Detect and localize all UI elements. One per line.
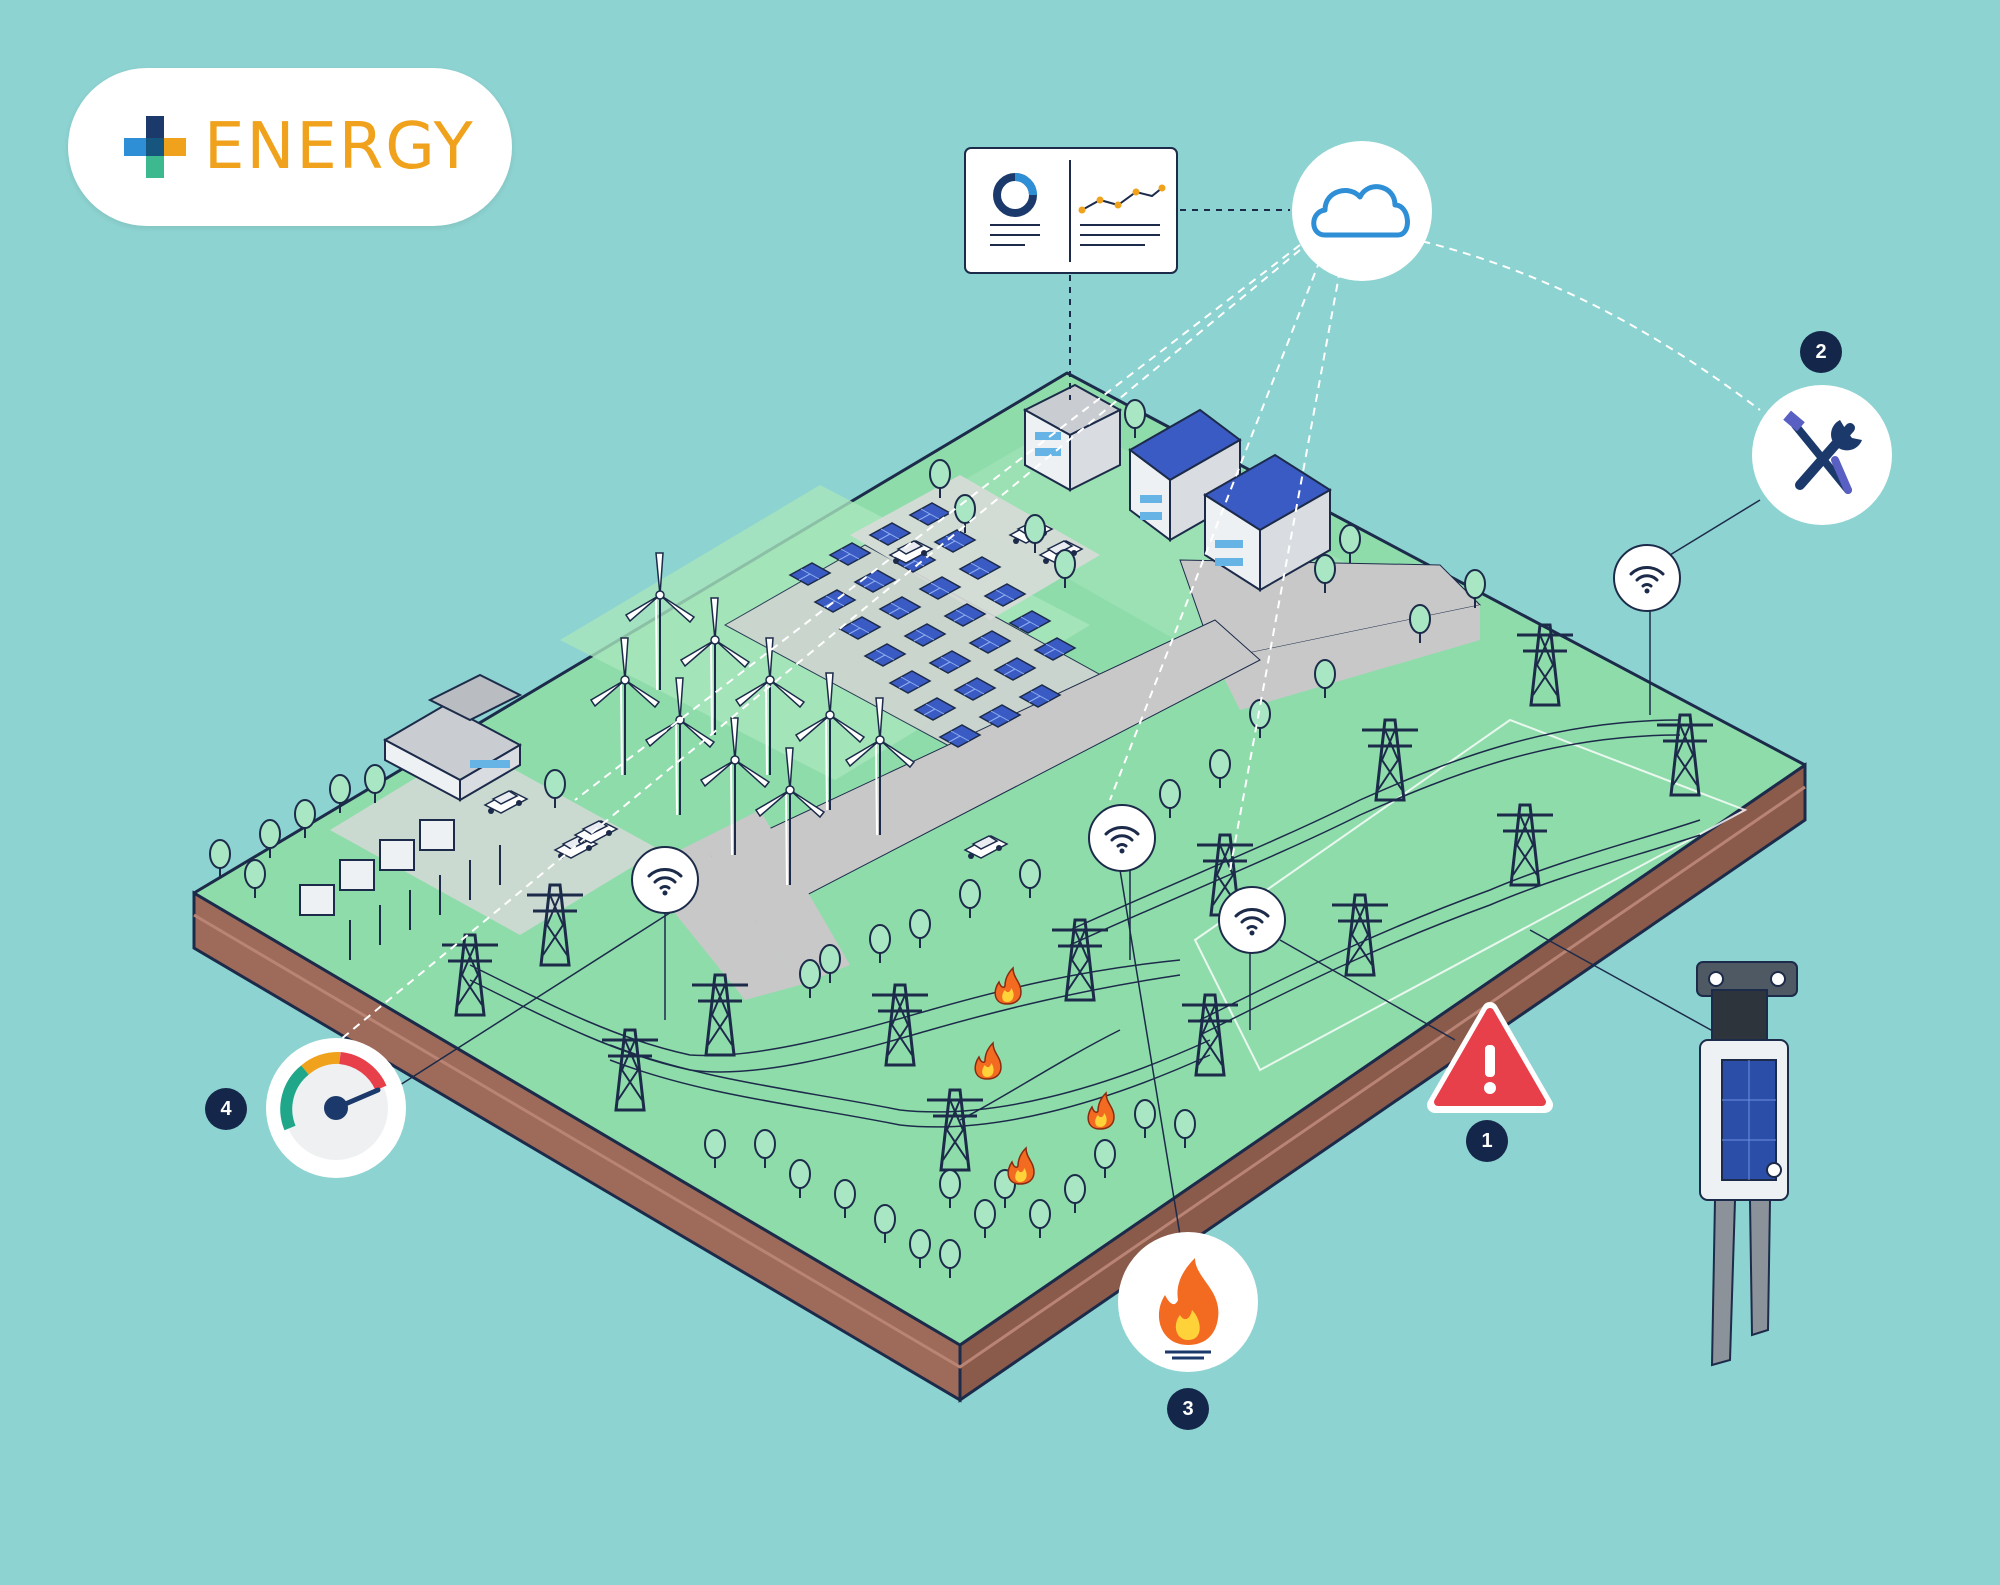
brand-name: ENERGY — [204, 110, 475, 184]
transmission-zone — [1193, 718, 1748, 1072]
cloud-connections — [339, 234, 1761, 1041]
wifi-node-1[interactable] — [630, 845, 700, 915]
brand-logo: ENERGY — [68, 68, 512, 226]
solar-roof-building-2 — [1203, 453, 1332, 592]
power-lines — [469, 719, 1701, 1128]
office-building — [1022, 383, 1123, 492]
dashboard-icon[interactable] — [964, 147, 1178, 274]
alert-icon[interactable] — [1427, 1002, 1553, 1113]
gauge-icon[interactable] — [266, 1038, 406, 1178]
brand-cross-icon — [124, 116, 186, 178]
callout-number-4[interactable]: 4 — [205, 1088, 247, 1130]
callout-number-2[interactable]: 2 — [1800, 331, 1842, 373]
factory-building — [382, 673, 523, 802]
solar-roof-building-1 — [1128, 408, 1242, 542]
sensor-device-icon — [1696, 961, 1798, 1367]
factory-lot — [330, 745, 660, 935]
substation — [299, 819, 501, 960]
callout-number-1[interactable]: 1 — [1466, 1120, 1508, 1162]
wifi-node-4[interactable] — [1612, 543, 1682, 613]
cloud-icon[interactable] — [1292, 141, 1432, 281]
wifi-node-3[interactable] — [1217, 885, 1287, 955]
fire-icon[interactable] — [1118, 1232, 1258, 1372]
parking-lot — [850, 475, 1100, 620]
callout-number-3[interactable]: 3 — [1167, 1388, 1209, 1430]
wifi-node-2[interactable] — [1087, 803, 1157, 873]
tools-icon[interactable] — [1752, 385, 1892, 525]
